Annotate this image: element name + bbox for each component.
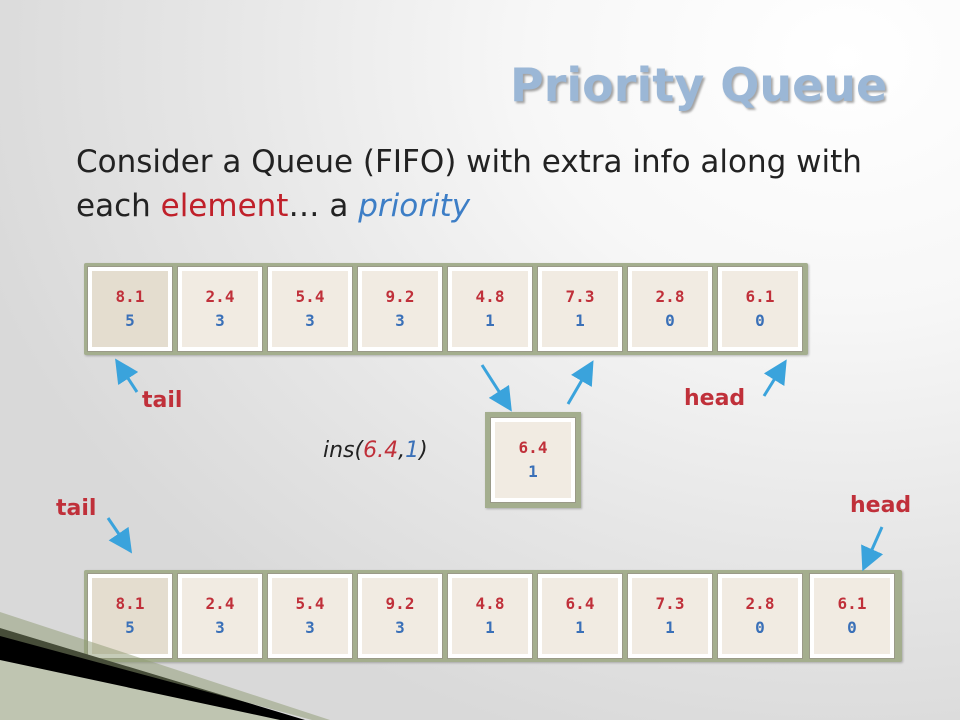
queue-cell: 5.4 3 <box>267 266 353 352</box>
top-queue: 8.1 5 2.4 3 5.4 3 9.2 3 4.8 1 7.3 1 2.8 … <box>84 263 808 355</box>
bottom-head-label: head <box>850 493 912 518</box>
queue-cell: 2.4 3 <box>177 573 263 659</box>
insert-call-value: 6.4 <box>363 438 399 463</box>
queue-cell: 4.8 1 <box>447 266 533 352</box>
insert-call-suffix: ) <box>419 438 428 463</box>
cell-priority: 0 <box>847 618 857 637</box>
subtitle-text-middle: … a <box>288 188 359 224</box>
insert-arrow-down <box>480 364 512 412</box>
insert-call-prefix: ins( <box>323 438 364 463</box>
cell-value: 6.1 <box>837 594 867 613</box>
cell-value: 2.4 <box>205 287 235 306</box>
cell-priority: 1 <box>665 618 675 637</box>
cell-priority: 3 <box>215 618 225 637</box>
cell-priority: 1 <box>485 618 495 637</box>
queue-cell: 2.8 0 <box>717 573 803 659</box>
cell-value: 6.4 <box>518 438 548 457</box>
subtitle-text: Consider a Queue (FIFO) with extra info … <box>76 144 862 224</box>
cell-priority: 1 <box>528 462 538 481</box>
queue-cell: 2.4 3 <box>177 266 263 352</box>
queue-cell: 7.3 1 <box>627 573 713 659</box>
cell-value: 6.1 <box>745 287 775 306</box>
new-element-cell: 6.4 1 <box>490 417 576 503</box>
cell-priority: 5 <box>125 311 135 330</box>
cell-priority: 1 <box>575 311 585 330</box>
tail-arrow-bottom <box>106 517 133 554</box>
subtitle-priority-word: priority <box>358 188 471 224</box>
bottom-queue: 8.1 5 2.4 3 5.4 3 9.2 3 4.8 1 6.4 1 7.3 … <box>84 570 902 662</box>
cell-value: 7.3 <box>655 594 685 613</box>
cell-value: 9.2 <box>385 594 415 613</box>
cell-value: 4.8 <box>475 594 505 613</box>
queue-cell: 8.1 5 <box>87 573 173 659</box>
cell-priority: 5 <box>125 618 135 637</box>
cell-value: 8.1 <box>115 594 145 613</box>
tail-arrow-top <box>115 358 139 393</box>
queue-cell: 5.4 3 <box>267 573 353 659</box>
cell-priority: 0 <box>665 311 675 330</box>
slide-subtitle: Consider a Queue (FIFO) with extra info … <box>76 140 926 228</box>
new-element-box: 6.4 1 <box>485 412 581 508</box>
insert-call: ins(6.4,1) <box>323 438 428 463</box>
insert-arrow-up <box>566 360 594 405</box>
queue-cell: 9.2 3 <box>357 573 443 659</box>
cell-value: 7.3 <box>565 287 595 306</box>
cell-priority: 1 <box>575 618 585 637</box>
top-head-label: head <box>684 386 746 411</box>
queue-cell: 8.1 5 <box>87 266 173 352</box>
cell-priority: 0 <box>755 618 765 637</box>
cell-priority: 3 <box>305 618 315 637</box>
queue-cell: 2.8 0 <box>627 266 713 352</box>
head-arrow-bottom <box>861 526 884 572</box>
head-arrow-top <box>762 359 787 397</box>
cell-value: 9.2 <box>385 287 415 306</box>
subtitle-element-word: element <box>160 188 289 224</box>
cell-priority: 3 <box>395 618 405 637</box>
queue-cell: 7.3 1 <box>537 266 623 352</box>
cell-value: 5.4 <box>295 287 325 306</box>
queue-cell: 4.8 1 <box>447 573 533 659</box>
cell-value: 2.8 <box>745 594 775 613</box>
insert-call-priority: 1 <box>405 438 420 463</box>
top-tail-label: tail <box>142 388 183 413</box>
cell-value: 2.4 <box>205 594 235 613</box>
insert-call-comma: , <box>398 438 406 463</box>
queue-cell: 6.1 0 <box>809 573 895 659</box>
cell-priority: 3 <box>215 311 225 330</box>
queue-cell: 9.2 3 <box>357 266 443 352</box>
cell-value: 2.8 <box>655 287 685 306</box>
cell-value: 6.4 <box>565 594 595 613</box>
cell-priority: 3 <box>305 311 315 330</box>
cell-value: 4.8 <box>475 287 505 306</box>
cell-priority: 3 <box>395 311 405 330</box>
cell-value: 8.1 <box>115 287 145 306</box>
slide-title: Priority Queue <box>510 58 888 112</box>
cell-value: 5.4 <box>295 594 325 613</box>
cell-priority: 1 <box>485 311 495 330</box>
bottom-tail-label: tail <box>56 496 97 521</box>
cell-priority: 0 <box>755 311 765 330</box>
queue-cell: 6.1 0 <box>717 266 803 352</box>
queue-cell: 6.4 1 <box>537 573 623 659</box>
